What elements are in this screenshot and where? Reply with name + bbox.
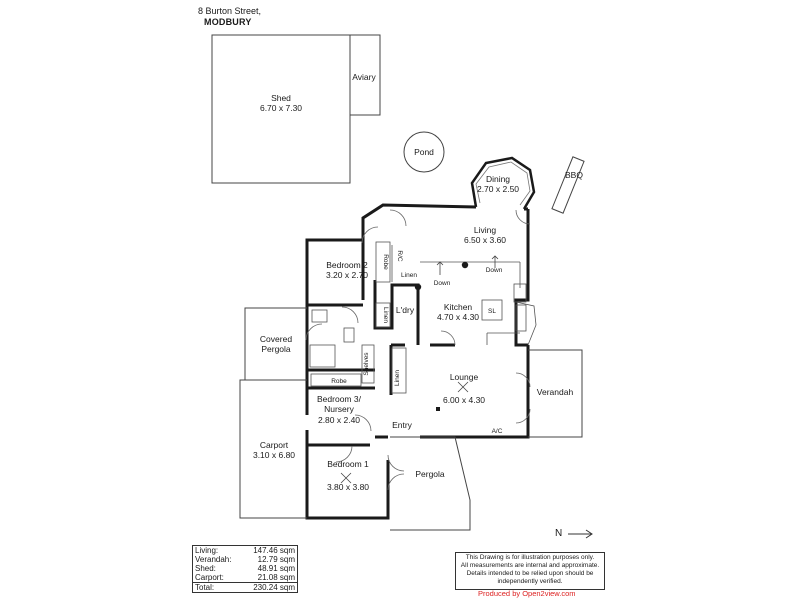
living-dims: 6.50 x 3.60 xyxy=(464,235,506,245)
entry-label: Entry xyxy=(392,420,413,430)
disclaimer-line: Details intended to be relied upon shoul… xyxy=(466,570,594,577)
bbq-label: BBQ xyxy=(565,170,583,180)
down-label-1: Down xyxy=(434,280,451,287)
disclaimer-line: This Drawing is for illustration purpose… xyxy=(465,554,595,561)
area-label: Shed: xyxy=(195,564,216,573)
shed-building xyxy=(211,34,381,184)
bedroom1-label: Bedroom 1 xyxy=(327,459,369,469)
linen-label-lower: Linen xyxy=(394,370,401,386)
linen-label-upper: Linen xyxy=(401,272,417,279)
disclaimer-box: This Drawing is for illustration purpose… xyxy=(455,552,605,590)
area-row: Living: 147.46 sqm xyxy=(193,546,298,556)
dining-dims: 2.70 x 2.50 xyxy=(477,184,519,194)
linen-label-vertical: Linen xyxy=(382,307,389,323)
laundry-label: L'dry xyxy=(396,305,415,315)
lounge-label: Lounge xyxy=(450,372,479,382)
kitchen-label: Kitchen xyxy=(444,302,473,312)
area-total-label: Total: xyxy=(192,582,242,593)
bedroom1-dims: 3.80 x 3.80 xyxy=(327,482,369,492)
verandah-label: Verandah xyxy=(537,387,574,397)
carport-dims: 3.10 x 6.80 xyxy=(253,450,295,460)
dining-bay xyxy=(470,156,536,210)
area-total-value: 230.24 sqm xyxy=(241,582,298,593)
pergola-label: Pergola xyxy=(415,469,445,479)
area-row: Verandah: 12.79 sqm xyxy=(193,555,298,564)
house-walls xyxy=(305,203,530,520)
dining-label: Dining xyxy=(486,174,510,184)
bbq-shape xyxy=(551,156,585,214)
bedroom3-label-1: Bedroom 3/ xyxy=(317,394,362,404)
rc-label: R/C xyxy=(396,250,403,262)
covered-pergola-label-2: Pergola xyxy=(261,344,291,354)
sl-label: SL xyxy=(488,308,496,315)
area-summary-table: Living: 147.46 sqm Verandah: 12.79 sqm S… xyxy=(192,545,298,593)
pond-label: Pond xyxy=(414,147,434,157)
area-value: 48.91 sqm xyxy=(257,564,295,573)
pond-shape xyxy=(403,131,445,173)
area-row: Shed: 48.91 sqm xyxy=(193,564,298,573)
area-total-row: Total: 230.24 sqm xyxy=(192,582,298,593)
aviary-label: Aviary xyxy=(352,72,376,82)
shed-dims: 6.70 x 7.30 xyxy=(260,103,302,113)
bedroom3-dims: 2.80 x 2.40 xyxy=(318,415,360,425)
address-street: 8 Burton Street, xyxy=(198,6,262,16)
disclaimer-line: All measurements are internal and approx… xyxy=(460,562,600,569)
area-label: Verandah: xyxy=(195,555,232,564)
area-row: Carport: 21.08 sqm xyxy=(193,573,298,583)
disclaimer-line: independently verified. xyxy=(497,578,563,585)
north-arrow-icon xyxy=(568,529,593,539)
robe-label: Robe xyxy=(331,378,347,385)
robe-label-vertical: Robe xyxy=(382,254,389,270)
bedroom3-label-2: Nursery xyxy=(324,404,355,414)
shelves-label: Shelves xyxy=(363,352,370,376)
address-suburb: MODBURY xyxy=(204,17,252,27)
lounge-dims: 6.00 x 4.30 xyxy=(443,395,485,405)
bedroom2-label: Bedroom 2 xyxy=(326,260,368,270)
carport-label: Carport xyxy=(260,440,289,450)
living-label: Living xyxy=(474,225,496,235)
ac-label: A/C xyxy=(492,428,503,435)
down-label-2: Down xyxy=(486,267,503,274)
bedroom2-dims: 3.20 x 2.70 xyxy=(326,270,368,280)
kitchen-dims: 4.70 x 4.30 xyxy=(437,312,479,322)
area-value: 12.79 sqm xyxy=(257,555,295,564)
produced-by-credit: Produced by Open2view.com xyxy=(478,589,576,598)
area-label: Carport: xyxy=(195,573,224,582)
shed-label: Shed xyxy=(271,93,291,103)
area-label: Living: xyxy=(195,546,219,555)
north-label: N xyxy=(555,528,563,539)
area-value: 147.46 sqm xyxy=(253,546,295,555)
area-value: 21.08 sqm xyxy=(257,573,295,582)
covered-pergola-label-1: Covered xyxy=(260,334,292,344)
